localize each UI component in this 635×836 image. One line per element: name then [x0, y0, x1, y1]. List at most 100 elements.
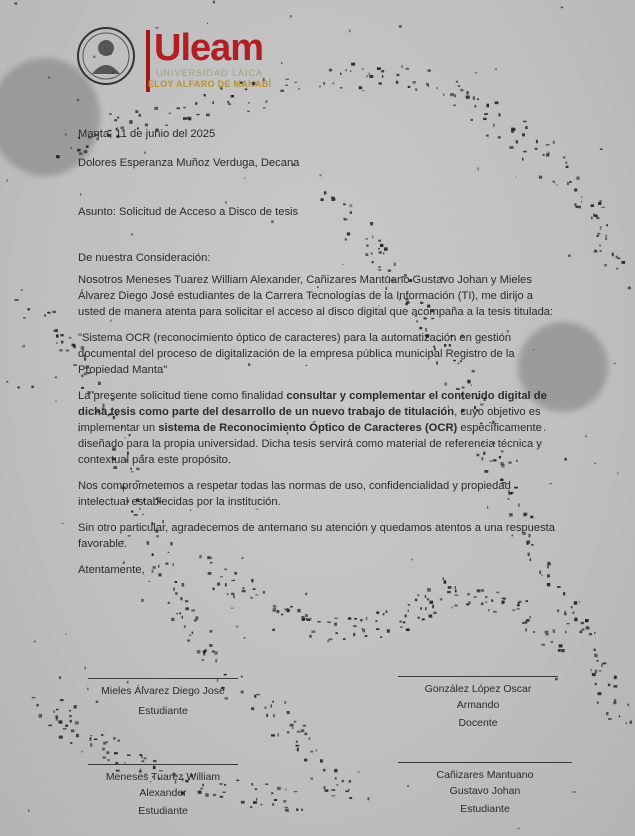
speckle [454, 589, 457, 593]
speckle [212, 587, 215, 591]
speckle [378, 82, 382, 85]
speckle [544, 630, 549, 634]
speckle [203, 94, 206, 97]
speckle [250, 806, 253, 808]
speckle [262, 107, 266, 109]
speckle [114, 752, 118, 755]
speckle [598, 670, 602, 672]
speckle [301, 618, 305, 621]
speckle [376, 628, 380, 630]
speckle [143, 757, 147, 760]
speckle [327, 640, 330, 642]
speckle [596, 217, 600, 219]
speckle [289, 723, 294, 727]
speckle [615, 255, 618, 258]
speckle [171, 617, 175, 621]
speckle [65, 633, 67, 635]
speckle [588, 633, 592, 636]
speckle [55, 328, 58, 333]
speckle [594, 669, 598, 674]
speckle [362, 90, 365, 92]
speckle [323, 81, 325, 85]
speckle [251, 707, 255, 711]
letterhead-divider [146, 30, 150, 92]
speckle [512, 609, 515, 612]
speckle [518, 600, 522, 603]
speckle [61, 522, 64, 524]
speckle [60, 699, 64, 702]
speckle [579, 205, 581, 209]
speckle [349, 797, 352, 799]
speckle [598, 202, 602, 205]
signature-line [398, 762, 572, 763]
speckle [561, 649, 565, 653]
speckle [281, 62, 283, 65]
speckle [231, 579, 236, 582]
speckle [470, 118, 473, 121]
speckle [70, 729, 75, 733]
speckle [376, 611, 380, 614]
letter-body: Manta, 11 de junio del 2025 Dolores Espe… [78, 126, 556, 578]
speckle [556, 184, 558, 186]
speckle [273, 799, 278, 801]
speckle [401, 64, 403, 68]
speckle [114, 119, 117, 122]
speckle [565, 630, 567, 634]
speckle [467, 593, 470, 596]
speckle [468, 601, 471, 604]
speckle [280, 89, 285, 92]
speckle [226, 593, 229, 596]
brand-subtitle: UNIVERSIDAD LAICA [156, 68, 264, 78]
speckle [334, 768, 338, 773]
speckle [593, 648, 596, 651]
speckle [240, 800, 245, 804]
speckle [54, 376, 58, 379]
speckle [574, 203, 577, 206]
speckle [56, 334, 59, 337]
speckle [565, 165, 569, 169]
speckle [217, 582, 221, 586]
speckle [340, 87, 343, 89]
speckle [447, 590, 451, 594]
speckle [608, 718, 612, 720]
speckle [301, 808, 303, 811]
speckle [336, 784, 338, 786]
speckle [286, 608, 290, 613]
speckle [382, 613, 385, 616]
speckle [617, 257, 621, 260]
speckle [385, 611, 388, 613]
speckle [242, 587, 245, 589]
speckle [625, 722, 627, 725]
speckle [301, 617, 306, 621]
speckle [20, 289, 23, 291]
speckle [289, 15, 292, 18]
speckle [317, 621, 321, 623]
speckle [28, 809, 30, 812]
speckle [310, 617, 312, 621]
speckle [349, 797, 353, 799]
speckle [517, 827, 520, 830]
speckle [276, 610, 280, 614]
speckle [594, 632, 596, 634]
speckle [189, 634, 192, 636]
speckle [455, 80, 459, 83]
speckle [605, 234, 607, 237]
speckle [498, 113, 501, 117]
speckle [310, 777, 313, 780]
speckle [301, 729, 305, 733]
speckle [31, 385, 34, 388]
speckle [443, 93, 445, 96]
speckle [402, 621, 406, 624]
speckle [501, 600, 505, 604]
speckle [102, 756, 106, 759]
letter-date: Manta, 11 de junio del 2025 [78, 128, 216, 140]
speckle [599, 148, 603, 150]
speckle [304, 758, 308, 762]
speckle [93, 738, 98, 740]
speckle [579, 630, 582, 634]
speckle [14, 2, 18, 5]
speckle [432, 604, 434, 609]
speckle [191, 631, 194, 634]
speckle [69, 714, 72, 718]
speckle [135, 110, 139, 113]
